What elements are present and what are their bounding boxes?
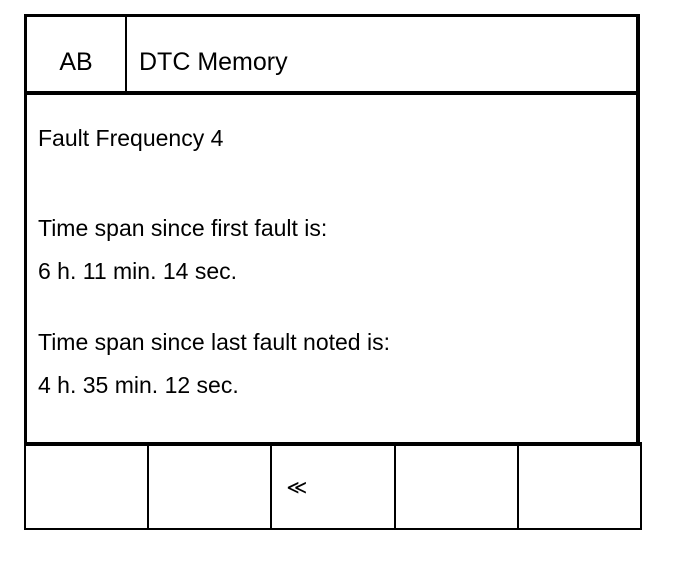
last-fault-label: Time span since last fault noted is:: [38, 329, 390, 355]
page-title: DTC Memory: [139, 48, 288, 76]
fault-frequency-text: Fault Frequency 4: [38, 125, 224, 151]
softkey-5[interactable]: [519, 446, 640, 528]
screen-header: AB DTC Memory: [27, 17, 636, 95]
last-fault-value: 4 h. 35 min. 12 sec.: [38, 372, 239, 398]
diagnostic-screen: AB DTC Memory Fault Frequency 4 Time spa…: [24, 14, 640, 442]
softkey-4[interactable]: [396, 446, 519, 528]
softkey-bar: ≪: [24, 442, 642, 530]
softkey-2[interactable]: [149, 446, 273, 528]
back-arrow-icon[interactable]: ≪: [272, 446, 396, 528]
fault-details: Fault Frequency 4 Time span since first …: [38, 95, 636, 442]
first-fault-label: Time span since first fault is:: [38, 215, 328, 241]
first-fault-value: 6 h. 11 min. 14 sec.: [38, 258, 238, 284]
header-code: AB: [27, 17, 127, 91]
softkey-1[interactable]: [26, 446, 150, 528]
